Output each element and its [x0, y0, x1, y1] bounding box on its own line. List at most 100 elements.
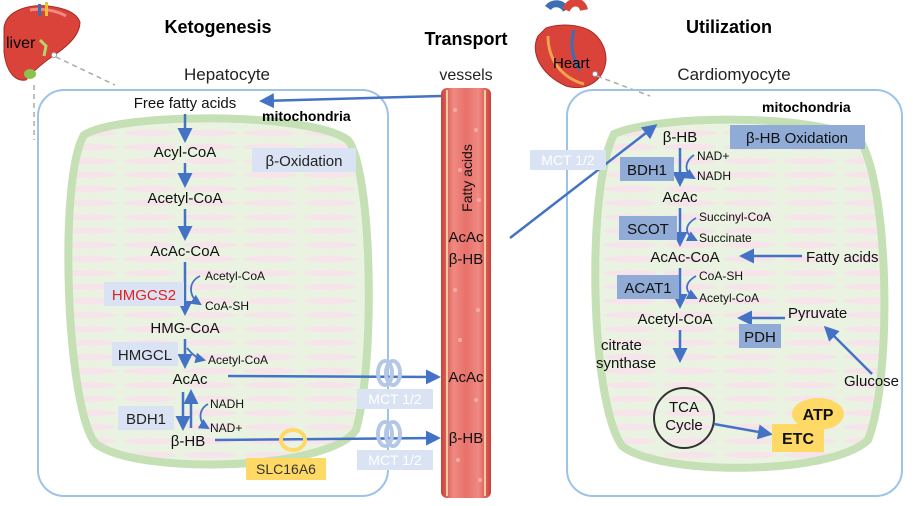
hmgcl-side-arrow	[186, 347, 207, 364]
bdh1-left-side-arrow	[197, 403, 210, 430]
mct-label-heart: MCT 1/2	[541, 152, 595, 168]
acat1-side-arrow	[685, 275, 698, 299]
right-acetyl-coa: Acetyl-CoA	[637, 311, 712, 328]
liver-icon	[3, 2, 81, 81]
mct-box-heart	[530, 150, 606, 170]
bdh1-right-box	[620, 157, 674, 181]
etc-box	[772, 424, 824, 452]
left-mitochondria-label: mitochondria	[262, 108, 351, 124]
acat1-acetyl-coa: Acetyl-CoA	[699, 291, 759, 305]
acat1-label: ACAT1	[624, 280, 671, 297]
acat1-box	[617, 275, 679, 299]
pdh-box	[739, 324, 781, 348]
scot-label: SCOT	[627, 221, 669, 238]
slc16a6-label: SLC16A6	[256, 461, 316, 477]
cardiomyocyte-label: Cardiomyocyte	[677, 65, 790, 84]
bdh1-left-box	[118, 406, 174, 430]
slc16a6-box	[246, 458, 326, 480]
mct-label-2: MCT 1/2	[368, 452, 422, 468]
succinyl-coa: Succinyl-CoA	[699, 210, 771, 224]
right-nadh: NADH	[697, 169, 731, 183]
right-mitochondria-label: mitochondria	[762, 99, 851, 115]
atp-label: ATP	[803, 407, 834, 424]
bdh1-left-label: BDH1	[126, 411, 166, 428]
right-acac-coa: AcAc-CoA	[650, 249, 719, 266]
mct-transporter-1	[376, 359, 402, 387]
right-bhb: β-HB	[663, 129, 697, 146]
left-acac: AcAc	[172, 371, 208, 388]
mct-box-1	[357, 389, 433, 409]
hepatocyte-label: Hepatocyte	[184, 65, 270, 84]
atp-badge	[792, 398, 844, 430]
vessels-label: vessels	[439, 67, 492, 84]
beta-oxidation-box	[252, 148, 356, 172]
mct-box-2	[357, 450, 433, 470]
right-acac: AcAc	[662, 189, 698, 206]
liver-label: liver	[6, 35, 36, 52]
mct-transporter-2	[376, 420, 402, 448]
mct-label-1: MCT 1/2	[368, 391, 422, 407]
pyruvate: Pyruvate	[788, 305, 847, 322]
right-fatty-acids: Fatty acids	[806, 249, 879, 266]
section-utilization: Utilization	[686, 17, 772, 37]
free-fatty-acids: Free fatty acids	[134, 95, 237, 112]
hmgcs2-coa-sh: CoA-SH	[205, 299, 249, 313]
bhb-oxidation-box	[730, 125, 865, 149]
heart-label: Heart	[553, 55, 591, 72]
succinate: Succinate	[699, 231, 752, 245]
hmgcs2-acetyl-coa: Acetyl-CoA	[205, 269, 265, 283]
citrate-synthase-line1: citrate	[601, 337, 642, 354]
arrow-acac-to-vessel	[227, 369, 441, 385]
left-bhb: β-HB	[171, 433, 205, 450]
citrate-synthase-line2: synthase	[596, 355, 656, 372]
heart-pointer-line	[596, 75, 651, 97]
section-transport: Transport	[424, 29, 507, 49]
cardiomyocyte-cell	[566, 89, 903, 497]
liver-pointer-line	[55, 56, 116, 86]
right-coa-sh: CoA-SH	[699, 269, 743, 283]
hmgcl-box	[112, 342, 178, 366]
hmgcs2-box	[104, 282, 184, 306]
glucose: Glucose	[844, 373, 899, 390]
acac-coa: AcAc-CoA	[150, 243, 219, 260]
left-nad: NAD+	[210, 421, 242, 435]
hmgcs2-label: HMGCS2	[112, 287, 176, 304]
cardiomyocyte-mitochondrion	[591, 115, 889, 472]
etc-label: ETC	[782, 431, 814, 448]
hmg-coa: HMG-CoA	[150, 320, 219, 337]
section-ketogenesis: Ketogenesis	[164, 17, 271, 37]
heart-icon	[534, 0, 607, 88]
left-nadh: NADH	[210, 397, 244, 411]
acyl-coa: Acyl-CoA	[154, 144, 217, 161]
acetyl-coa: Acetyl-CoA	[147, 190, 222, 207]
vessel-bhb-lower: β-HB	[449, 430, 483, 447]
vessel-acac-upper: AcAc	[448, 229, 484, 246]
heart-pointer-dot	[592, 71, 598, 77]
scot-box	[619, 216, 677, 240]
tca-cycle-circle	[653, 387, 715, 449]
arrow-tca-etc	[713, 422, 773, 440]
vessel-acac-lower: AcAc	[448, 369, 484, 386]
scot-side-arrow	[685, 217, 698, 241]
tca-label: TCA	[669, 399, 699, 416]
liver-pointer-dot	[51, 52, 57, 58]
slc16a6-transporter	[279, 428, 307, 452]
hepatocyte-cell	[37, 89, 389, 497]
blood-vessel	[441, 88, 491, 498]
arrow-vessel-to-ffa	[259, 93, 442, 109]
right-nad: NAD+	[697, 149, 729, 163]
cycle-label: Cycle	[665, 417, 703, 434]
bdh1-right-label: BDH1	[627, 162, 667, 179]
pdh-label: PDH	[744, 329, 776, 346]
arrow-vessel-to-heart	[509, 124, 658, 239]
hmgcl-label: HMGCL	[118, 347, 172, 364]
bdh1-right-side-arrow	[683, 154, 696, 180]
hmgcl-acetyl-coa: Acetyl-CoA	[208, 353, 268, 367]
arrow-glucose-pyruvate	[823, 325, 873, 375]
vessel-fatty-acids: Fatty acids	[459, 144, 475, 212]
vessel-bhb-upper: β-HB	[449, 251, 483, 268]
hepatocyte-mitochondrion	[64, 114, 373, 469]
hmgcs2-side-arrow	[189, 275, 202, 306]
